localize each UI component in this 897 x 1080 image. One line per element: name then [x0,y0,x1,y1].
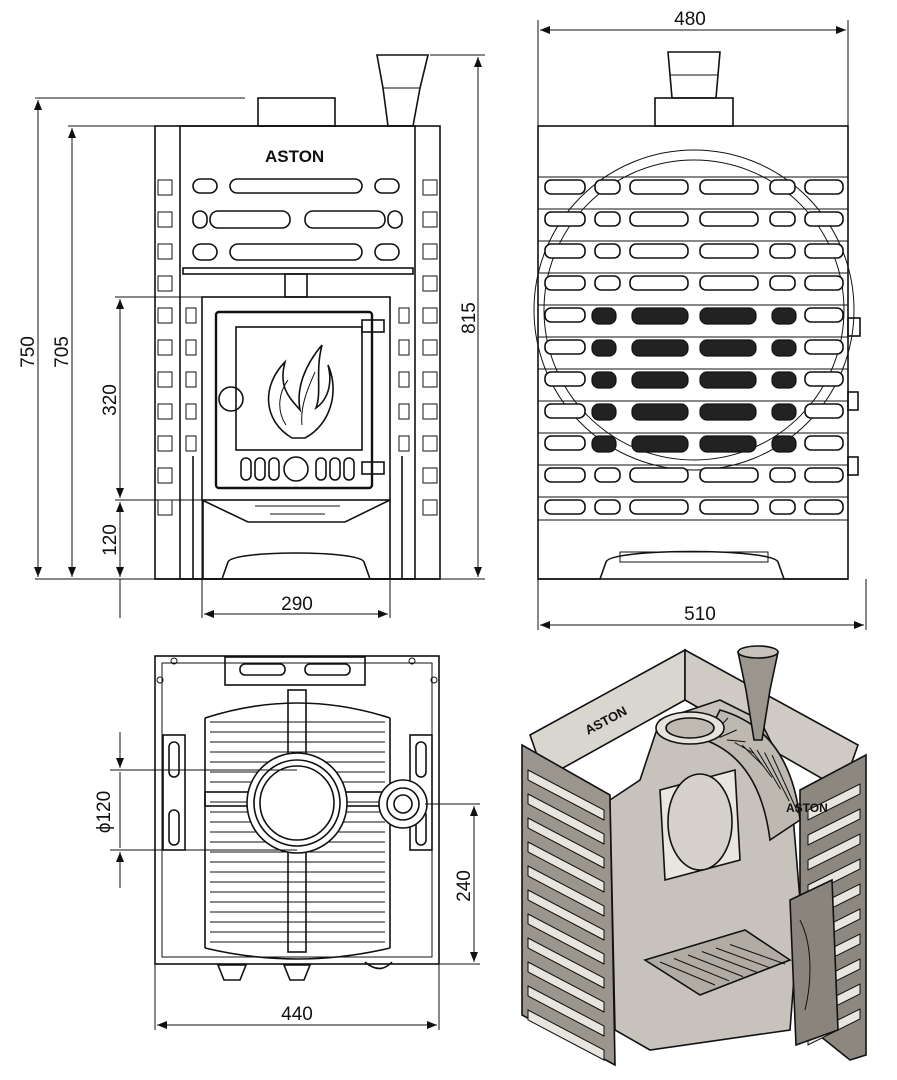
flame-icon [267,344,334,439]
dim-240: 240 [454,870,475,902]
front-top-slots [192,178,403,261]
dim-320: 320 [100,384,121,416]
dim-510: 510 [684,604,716,625]
iso-grate [659,944,786,986]
side-view [533,51,861,580]
front-logo: ASTON [265,147,324,166]
side-dimensions: 480 510 [537,9,867,630]
front-view: ASTON [154,54,441,580]
dim-750: 750 [18,336,39,368]
iso-right-logo: ASTON [786,801,828,815]
front-left-ribs [157,179,197,516]
dim-120-leg: 120 [100,524,121,556]
top-view [154,655,440,981]
dim-480: 480 [674,9,706,30]
door-handle-knob [218,386,244,412]
front-dimensions: 750 705 320 120 815 290 [18,54,485,618]
iso-left-ribs [527,769,605,1061]
dim-705: 705 [52,336,73,368]
dim-440: 440 [281,1004,313,1025]
isometric-cutaway-view: ASTON ASTON [521,645,867,1067]
dim-290: 290 [281,594,313,615]
dim-815: 815 [459,302,480,334]
side-slots [538,176,848,521]
ash-door-vents [240,456,355,482]
front-right-ribs [398,179,438,516]
dim-phi120: ϕ120 [94,791,115,833]
top-dimensions: ϕ120 240 440 [94,732,480,1030]
